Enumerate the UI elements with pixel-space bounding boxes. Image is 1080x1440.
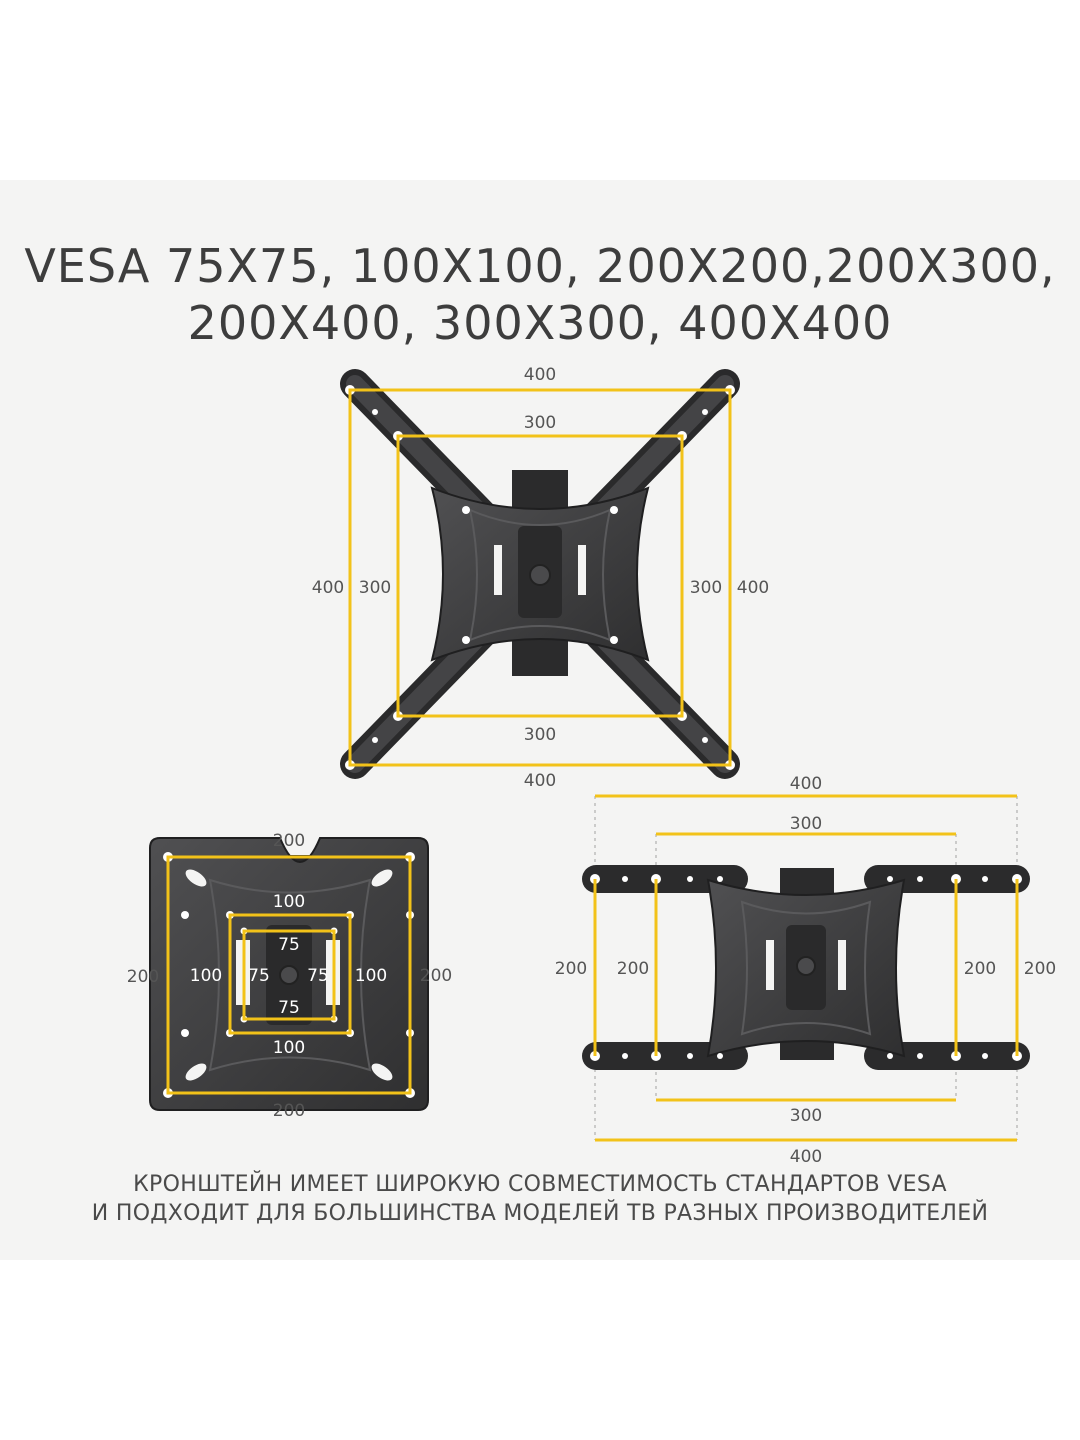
wide-outer-right-label: 200 [1024, 959, 1056, 979]
plate-bracket-diagram: 200 100 75 200 100 75 75 100 200 75 100 … [127, 831, 452, 1121]
horizontal-arms [582, 865, 1030, 1070]
top-inner-left-label: 300 [359, 578, 391, 598]
plate-outer-right-label: 200 [420, 966, 452, 986]
plate-small-right-label: 75 [307, 966, 329, 986]
plate-outer-left-label: 200 [127, 967, 159, 987]
wide-frames [593, 794, 1019, 1142]
plate-mid-top-label: 100 [273, 892, 305, 912]
plate-small-left-label: 75 [248, 966, 270, 986]
wide-inner-left-label: 200 [617, 959, 649, 979]
plate-small-bottom-label: 75 [278, 998, 300, 1018]
arm-holes [345, 385, 735, 770]
frame-400x400 [348, 388, 732, 767]
wide-outer-top-label: 400 [790, 774, 822, 794]
frame-75x75 [242, 929, 336, 1021]
wide-inner-bottom-label: 300 [790, 1106, 822, 1126]
top-inner-right-label: 300 [690, 578, 722, 598]
wide-outer-bottom-label: 400 [790, 1147, 822, 1167]
compatibility-caption-line-2: И ПОДХОДИТ ДЛЯ БОЛЬШИНСТВА МОДЕЛЕЙ ТВ РА… [91, 1201, 989, 1226]
top-outer-left-label: 400 [312, 578, 344, 598]
wide-inner-top-label: 300 [790, 814, 822, 834]
vesa-heading-line-1: VESA 75X75, 100X100, 200X200,200X300, [24, 239, 1056, 293]
frame-200x200 [166, 855, 412, 1095]
wide-bracket-diagram: 400 300 200 200 200 200 300 400 [555, 774, 1056, 1167]
frame-300x300 [396, 434, 684, 718]
plate-mid-bottom-label: 100 [273, 1038, 305, 1058]
vesa-heading-line-2: 200X400, 300X300, 400X400 [187, 296, 893, 350]
plate-slots [185, 869, 393, 1081]
top-inner-top-label: 300 [524, 413, 556, 433]
plate-mid-left-label: 100 [190, 966, 222, 986]
top-outer-top-label: 400 [524, 365, 556, 385]
compatibility-caption-line-1: КРОНШТЕЙН ИМЕЕТ ШИРОКУЮ СОВМЕСТИМОСТЬ СТ… [133, 1172, 947, 1197]
frame-100x100 [228, 913, 352, 1035]
top-outer-bottom-label: 400 [524, 771, 556, 791]
top-outer-right-label: 400 [737, 578, 769, 598]
wide-outer-left-label: 200 [555, 959, 587, 979]
plate-small-top-label: 75 [278, 935, 300, 955]
wide-inner-right-label: 200 [964, 959, 996, 979]
mount-block-bottom [512, 640, 568, 676]
plate-outer-bottom-label: 200 [273, 1101, 305, 1121]
top-bracket-diagram: 400 300 400 300 300 400 300 400 [312, 365, 769, 791]
top-inner-bottom-label: 300 [524, 725, 556, 745]
plate-mid-right-label: 100 [355, 966, 387, 986]
plate-outer-top-label: 200 [273, 831, 305, 851]
mount-block-top [512, 470, 568, 510]
